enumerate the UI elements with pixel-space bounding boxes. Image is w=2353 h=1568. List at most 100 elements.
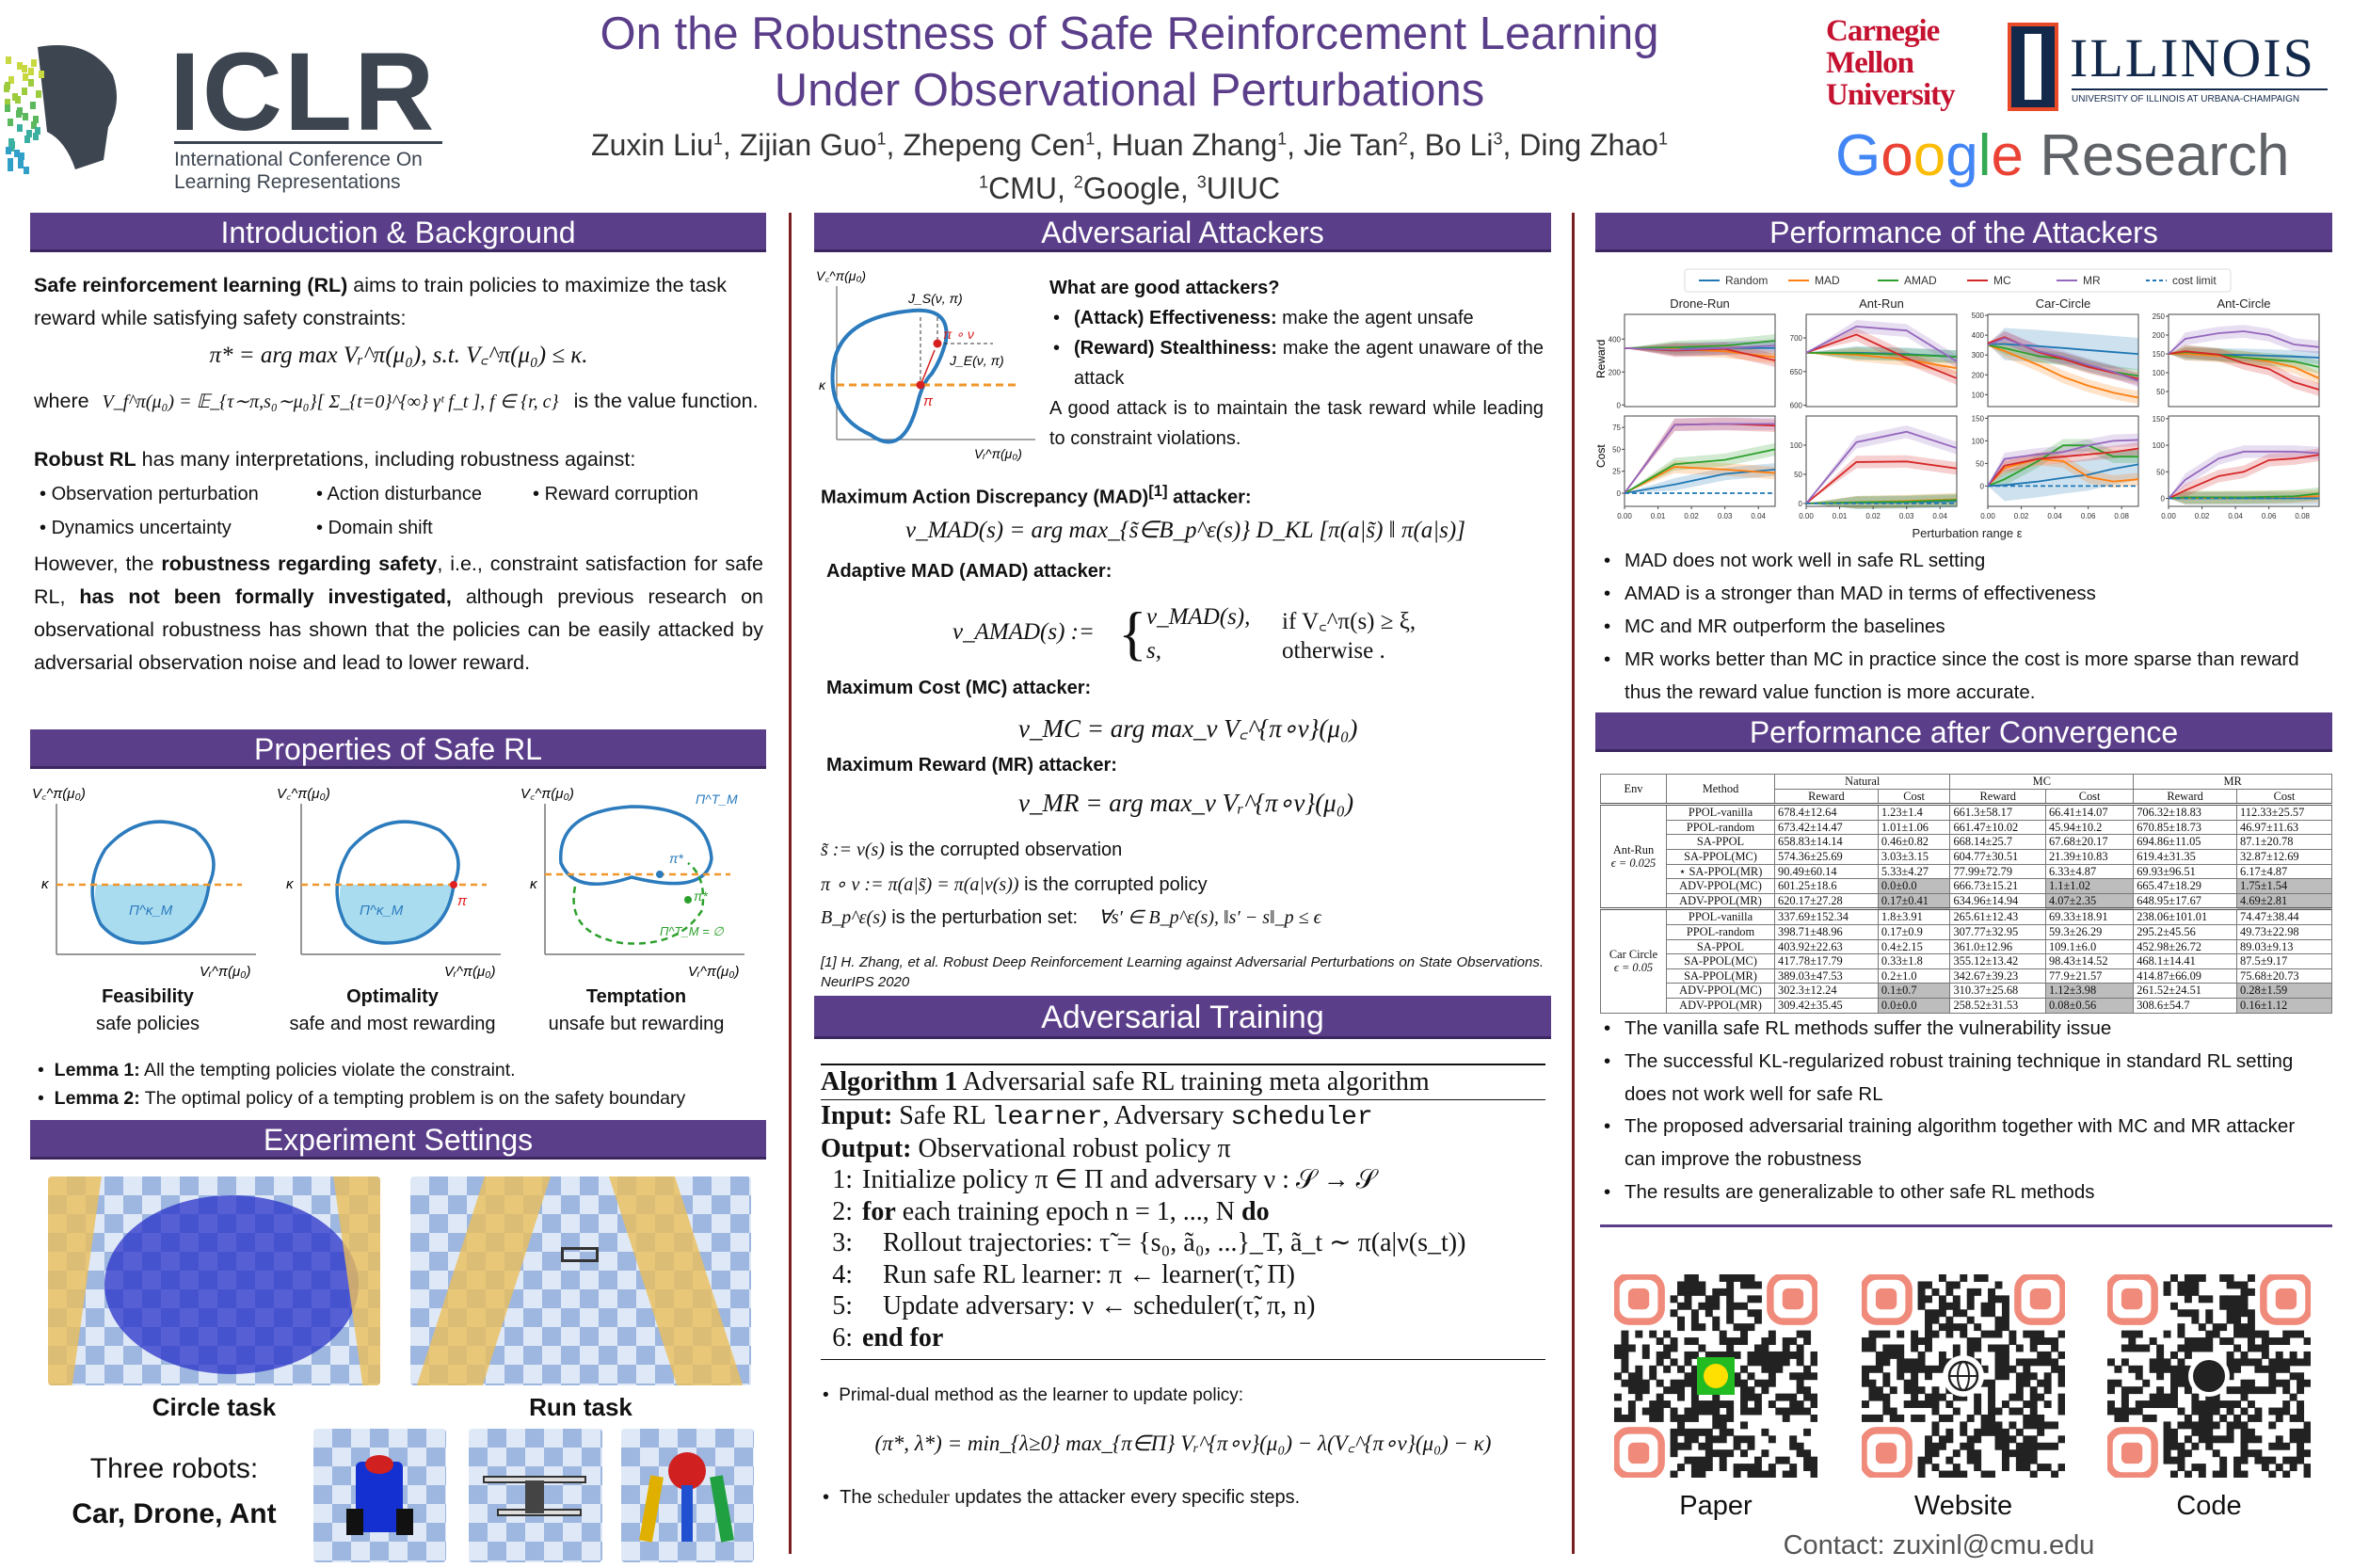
- bold-text: Lemma 2:: [54, 1088, 140, 1109]
- cmu-word: University: [1826, 78, 1956, 112]
- property-figure-temptation: V꜀^π(μ₀)Vᵣ^π(μ₀)κΠ^T_Mπ*π*Π^T_M = ∅: [520, 786, 744, 980]
- step-body: Update adversary: ν ← scheduler(τ̃, π, n…: [883, 1291, 1315, 1320]
- line-mr: [1805, 325, 1958, 362]
- value-function-equation: V_f^π(μ₀) = 𝔼_{τ∼π,s₀∼μ₀}[ Σ_{t=0}^{∞} γ…: [102, 392, 559, 412]
- value-cell: 258.52±31.53: [1949, 997, 2046, 1014]
- author: Zijian Guo1,: [739, 128, 904, 162]
- plot-frame: [1987, 313, 2139, 408]
- x-axis-label: Vᵣ^π(μ₀): [200, 964, 251, 980]
- bullet-item: • Observation perturbation: [40, 484, 259, 504]
- bold-text: Safe reinforcement learning (RL): [34, 274, 348, 296]
- mad-equation: ν_MAD(s) = arg max_{s̃∈B_p^ε(s)} D_KL [π…: [905, 518, 1465, 543]
- author-name: Bo Li: [1424, 128, 1494, 162]
- feasible-region: [339, 885, 454, 943]
- tempting-region-curve: [559, 805, 713, 886]
- value-cell: 90.49±60.14: [1774, 863, 1879, 880]
- logo-dot: [28, 79, 34, 87]
- y-tick-label: 650: [1790, 368, 1803, 376]
- y-tick-label: 400: [1609, 335, 1622, 344]
- y-tick-label: 25: [1612, 468, 1621, 476]
- text: The: [840, 1487, 878, 1508]
- value-cell: 468.1±14.41: [2133, 953, 2238, 969]
- car-robot-image: [313, 1429, 446, 1562]
- value-cell: 670.85±18.73: [2133, 819, 2238, 836]
- y-tick-label: 0: [2161, 495, 2166, 504]
- logo-dot: [26, 130, 32, 137]
- affiliation-mark: 3: [1196, 172, 1207, 192]
- amad-label: Adaptive MAD (AMAD) attacker:: [826, 561, 1112, 582]
- y-tick-label: 150: [1972, 414, 1985, 423]
- value-cell: 0.33±1.8: [1877, 953, 1951, 969]
- text: , i.e., constraint satisfaction for safe…: [34, 552, 763, 608]
- step-text: Initialize policy π ∈ Π and adversary ν …: [862, 1165, 1377, 1194]
- legend-label: MAD: [1815, 274, 1840, 287]
- value-cell: 1.1±1.02: [2044, 878, 2135, 894]
- value-cell: 0.0±0.0: [1877, 997, 1951, 1014]
- logo-rule: [174, 141, 442, 144]
- step-number: 6:: [832, 1322, 853, 1352]
- bullet-item: • Action disturbance: [316, 484, 483, 504]
- author-affiliation-mark: 1: [1657, 129, 1668, 149]
- x-tick-label: 0.04: [1932, 512, 1947, 520]
- text: aims to train policies to maximize the t…: [34, 274, 728, 329]
- value-cell: 77.99±72.79: [1949, 863, 2046, 880]
- value-cell: 620.17±27.28: [1774, 892, 1879, 910]
- text: attacker:: [1167, 487, 1252, 508]
- illinois-subtitle: UNIVERSITY OF ILLINOIS AT URBANA-CHAMPAI…: [2072, 94, 2300, 104]
- policy-region-curve: [830, 308, 949, 444]
- line-random: [1987, 463, 2139, 488]
- value-cell: 0.0±0.0: [1877, 878, 1951, 894]
- line-mad: [1624, 466, 1776, 494]
- qr-code-code[interactable]: [2107, 1274, 2311, 1478]
- ref-marker: [1]: [1148, 482, 1168, 500]
- section-intro-heading: Introduction & Background: [30, 213, 766, 252]
- line-mr: [1805, 430, 1958, 504]
- algorithm-title: Algorithm 1 Adversarial safe RL training…: [821, 1067, 1545, 1100]
- circle-task-label: Circle task: [152, 1393, 277, 1421]
- logo-dot: [6, 147, 11, 154]
- x-tick-label: 0.06: [2262, 512, 2277, 520]
- step-body: for each training epoch n = 1, ..., N do: [862, 1197, 1270, 1226]
- algorithm-step: 5:Update adversary: ν ← scheduler(τ̃, π,…: [821, 1290, 1545, 1322]
- column-header: Cost: [1877, 788, 1951, 806]
- qr-code-paper[interactable]: [1614, 1274, 1817, 1478]
- band-amad: [2169, 487, 2319, 504]
- author-affiliation-mark: 2: [1398, 129, 1408, 149]
- value-cell: 619.4±31.35: [2133, 848, 2238, 865]
- qr-code-website[interactable]: [1862, 1274, 2065, 1478]
- kappa-label: κ: [286, 876, 295, 892]
- value-cell: 1.01±1.06: [1877, 819, 1951, 836]
- pi-label: π: [923, 393, 934, 409]
- text: Reward corruption: [544, 484, 698, 504]
- globe-icon: [1943, 1355, 1984, 1397]
- y-axis-label: V꜀^π(μ₀): [277, 786, 330, 802]
- logo-dot: [31, 121, 37, 129]
- value-cell: 98.43±14.52: [2044, 953, 2135, 969]
- value-cell: 87.5±9.17: [2236, 953, 2332, 969]
- text: is the value function.: [573, 390, 759, 412]
- algorithm-steps: 1:Initialize policy π ∈ Π and adversary …: [821, 1164, 1545, 1353]
- author-name: Zijian Guo: [739, 128, 877, 162]
- band-amad: [1988, 341, 2138, 383]
- panel-title: Car-Circle: [2036, 296, 2091, 311]
- keyword: end for: [862, 1322, 944, 1352]
- y-tick-label: 50: [2156, 468, 2165, 476]
- method-cell: SA-PPOL: [1666, 834, 1775, 850]
- value-cell: 694.86±11.05: [2133, 834, 2238, 850]
- column-header: Reward: [1774, 788, 1879, 806]
- value-cell: 238.06±101.01: [2133, 908, 2238, 925]
- author: Zhepeng Cen1,: [903, 128, 1112, 162]
- band-mc: [2169, 344, 2319, 396]
- section-properties-heading: Properties of Safe RL: [30, 729, 766, 769]
- property-figure-optimality: V꜀^π(μ₀)Vᵣ^π(μ₀)κΠ^κ_Mπ: [277, 786, 501, 980]
- bullet-item: The successful KL-regularized robust tra…: [1600, 1046, 2329, 1112]
- mc-equation: ν_MC = arg max_ν V꜀^{π∘ν}(μ₀): [1018, 714, 1358, 743]
- value-cell: 661.3±58.17: [1949, 804, 2046, 821]
- value-cell: 337.69±152.34: [1774, 908, 1879, 925]
